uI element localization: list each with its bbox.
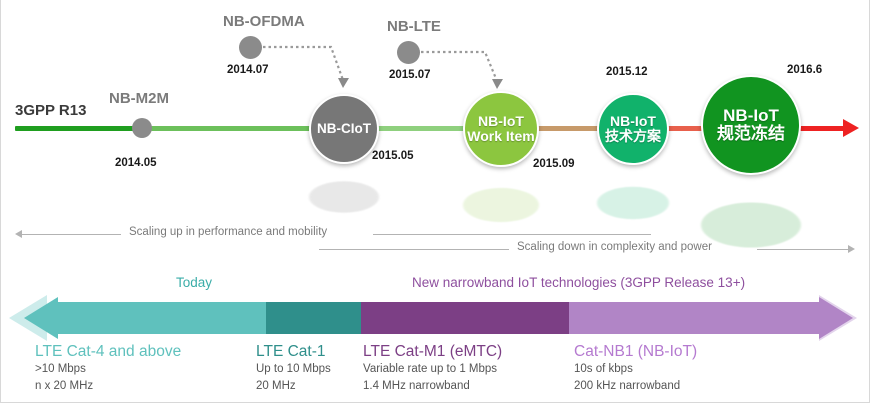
scaling-up-line-left <box>21 234 121 235</box>
timeline-segment-4 <box>534 126 601 131</box>
timeline-branch-nb-lte-date: 2015.07 <box>389 69 431 81</box>
reflection-tech-scheme <box>597 186 669 220</box>
timeline-node-nb-m2m[interactable] <box>132 118 152 138</box>
tech-block-cat-nb1: Cat-NB1 (NB-IoT) 10s of kbps 200 kHz nar… <box>574 342 697 395</box>
tech-detail-lte-cat-m1-line1: Variable rate up to 1 Mbps <box>363 363 498 376</box>
tech-block-lte-cat4: LTE Cat-4 and above >10 Mbps n x 20 MHz <box>35 342 181 395</box>
scaling-up-annotation: Scaling up in performance and mobility <box>1 226 661 242</box>
band-segment-lte-cat1[interactable] <box>266 302 361 334</box>
timeline-branch-nb-ofdma-dot[interactable] <box>239 36 262 59</box>
timeline-segment-2 <box>151 126 311 131</box>
timeline-node-work-item-line1: NB-IoT <box>478 112 524 129</box>
timeline-segment-1 <box>15 126 135 131</box>
scaling-down-arrow-head <box>848 245 855 253</box>
timeline-branch-nb-lte-label: NB-LTE <box>387 18 441 35</box>
connector-nb-lte-to-work-item <box>421 50 503 89</box>
band-left-arrow <box>24 297 58 339</box>
timeline-node-work-item-date: 2015.09 <box>533 158 575 170</box>
timeline-node-spec-freeze-line1: NB-IoT <box>723 105 779 125</box>
timeline-node-tech-scheme[interactable]: NB-IoT 技术方案 <box>597 93 669 165</box>
tech-detail-lte-cat1-line2: 20 MHz <box>256 380 296 393</box>
band-segment-lte-cat4[interactable] <box>58 302 266 334</box>
timeline-node-tech-scheme-line1: NB-IoT <box>610 112 656 129</box>
timeline-node-work-item[interactable]: NB-IoT Work Item <box>463 91 539 167</box>
tech-title-lte-cat4: LTE Cat-4 and above <box>35 343 182 360</box>
scaling-down-line-left <box>319 249 509 250</box>
timeline-arrow-head <box>843 119 859 137</box>
category-header-new-tech: New narrowband IoT technologies (3GPP Re… <box>412 275 746 290</box>
category-header-today: Today <box>176 275 213 290</box>
tech-detail-cat-nb1-line1: 10s of kbps <box>574 363 633 376</box>
timeline: 3GPP R13 NB-M2M 2014.05 NB-OFDMA 2014.07… <box>1 0 869 248</box>
tech-title-lte-cat1: LTE Cat-1 <box>256 343 326 360</box>
timeline-node-nb-m2m-date: 2014.05 <box>115 157 157 169</box>
tech-block-lte-cat-m1: LTE Cat-M1 (eMTC) Variable rate up to 1 … <box>363 342 502 395</box>
scaling-down-line-right <box>757 249 849 250</box>
timeline-node-tech-scheme-line2: 技术方案 <box>605 128 661 144</box>
scaling-down-label: Scaling down in complexity and power <box>517 241 712 253</box>
timeline-segment-6 <box>799 126 844 131</box>
timeline-node-work-item-line2: Work Item <box>467 128 535 144</box>
tech-detail-lte-cat4-line2: n x 20 MHz <box>35 380 94 393</box>
reflection-work-item <box>463 187 539 223</box>
timeline-branch-nb-lte-dot[interactable] <box>397 41 420 64</box>
scaling-down-annotation: Scaling down in complexity and power <box>1 241 869 257</box>
scaling-up-line-right <box>373 234 651 235</box>
timeline-start-label: 3GPP R13 <box>15 102 87 119</box>
reflection-nb-ciot <box>309 181 379 213</box>
timeline-node-spec-freeze-line2: 规范冻结 <box>717 124 785 143</box>
timeline-node-nb-m2m-label: NB-M2M <box>109 90 169 107</box>
tech-title-lte-cat-m1: LTE Cat-M1 (eMTC) <box>363 343 503 360</box>
timeline-node-tech-scheme-date: 2015.12 <box>606 66 648 78</box>
technology-band-bar <box>1 295 869 341</box>
connector-nb-ofdma-to-nb-ciot <box>263 45 349 88</box>
timeline-node-nb-ciot-text: NB-CIoT <box>317 120 371 136</box>
tech-detail-lte-cat-m1-line2: 1.4 MHz narrowband <box>363 380 470 393</box>
timeline-node-nb-ciot[interactable]: NB-CIoT <box>309 94 379 164</box>
tech-detail-lte-cat1-line1: Up to 10 Mbps <box>256 363 331 376</box>
scaling-up-label: Scaling up in performance and mobility <box>129 226 328 238</box>
timeline-node-spec-freeze-date: 2016.6 <box>787 64 823 76</box>
timeline-node-nb-ciot-date: 2015.05 <box>372 150 414 162</box>
tech-detail-cat-nb1-line2: 200 kHz narrowband <box>574 380 681 393</box>
band-segment-cat-nb1[interactable] <box>569 302 819 334</box>
tech-detail-lte-cat4-line1: >10 Mbps <box>35 363 86 376</box>
tech-block-lte-cat1: LTE Cat-1 Up to 10 Mbps 20 MHz <box>256 342 331 395</box>
timeline-segment-5 <box>663 126 703 131</box>
tech-title-cat-nb1: Cat-NB1 (NB-IoT) <box>574 343 698 360</box>
band-segment-lte-cat-m1[interactable] <box>361 302 569 334</box>
timeline-branch-nb-ofdma-date: 2014.07 <box>227 64 269 76</box>
timeline-branch-nb-ofdma-label: NB-OFDMA <box>223 13 305 30</box>
timeline-segment-3 <box>376 126 466 131</box>
scaling-up-arrow-head <box>15 230 22 238</box>
band-right-arrow <box>819 297 853 339</box>
timeline-node-spec-freeze[interactable]: NB-IoT 规范冻结 <box>701 75 801 175</box>
